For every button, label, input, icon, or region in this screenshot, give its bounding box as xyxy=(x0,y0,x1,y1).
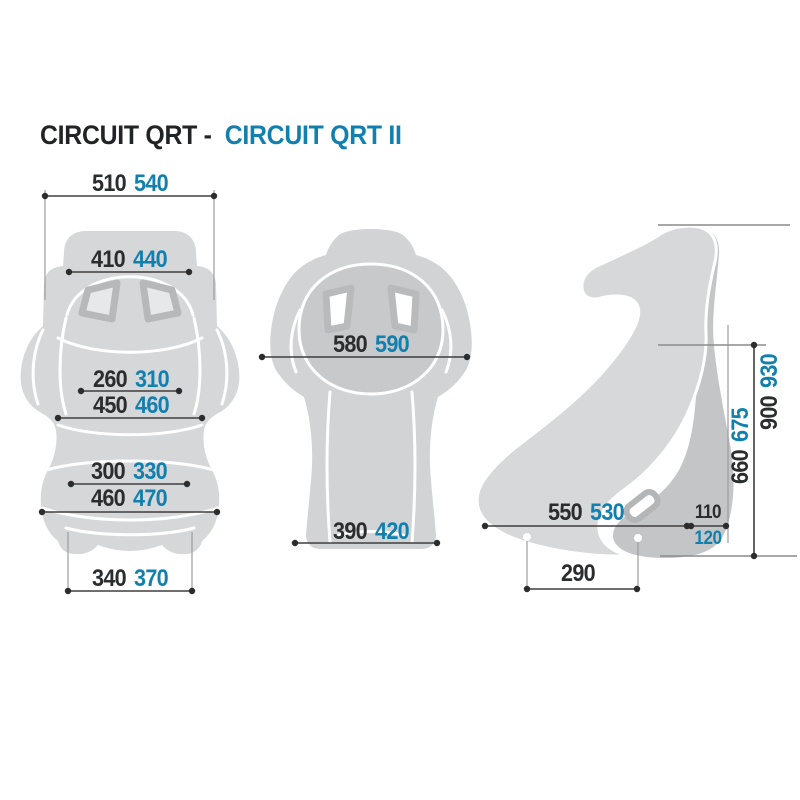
dim-label-backrest-height: 660675 xyxy=(727,408,754,484)
back-seam-lines xyxy=(289,308,453,544)
side-front-panel xyxy=(475,224,718,558)
title-model-secondary: CIRCUIT QRT II xyxy=(224,120,402,150)
back-belt-holes xyxy=(322,284,420,334)
title-model-primary: CIRCUIT QRT - xyxy=(40,120,212,150)
dimension-dots xyxy=(38,192,758,595)
page-title: CIRCUIT QRT - CIRCUIT QRT II xyxy=(40,120,402,151)
side-view-seat xyxy=(475,224,734,558)
reference-lines xyxy=(658,224,797,557)
dim-label-overall-height: 900930 xyxy=(756,354,783,430)
front-belt-holes xyxy=(78,279,182,323)
mount-hole-front xyxy=(523,533,531,541)
back-view-seat xyxy=(270,229,472,549)
dim-label-rear-offset-bottom: 120 xyxy=(694,528,722,549)
front-view-seat xyxy=(20,231,240,555)
side-mount-slot xyxy=(623,489,661,523)
front-seam-lines xyxy=(31,275,229,537)
dimension-lines xyxy=(42,195,755,592)
mount-hole-rear xyxy=(634,534,642,542)
back-inner-shell xyxy=(297,262,445,396)
dim-label-mount-hole-spacing: 290 xyxy=(561,560,596,587)
dim-label-rear-offset-top: 110 xyxy=(694,502,722,523)
extension-lines xyxy=(44,190,729,591)
